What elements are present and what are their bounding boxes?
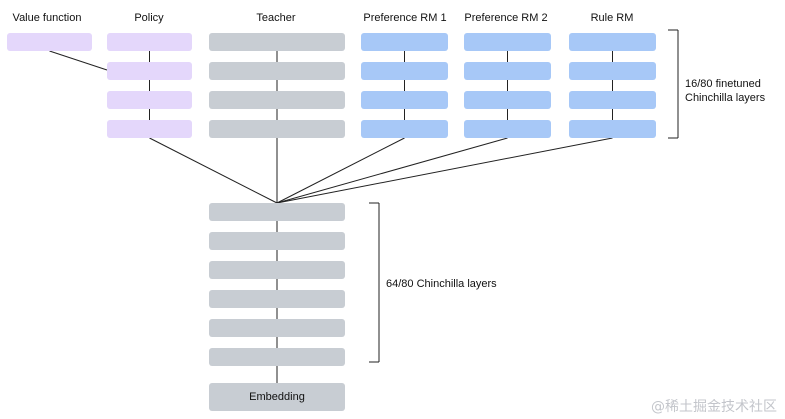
layer-block-policy (107, 33, 192, 51)
layer-block-rule-rm (569, 62, 656, 80)
finetuned-label-line-2: Chinchilla layers (685, 92, 766, 104)
layer-block-preference-rm-1 (361, 62, 448, 80)
column-title-preference-rm-1: Preference RM 1 (363, 12, 446, 24)
layer-block-preference-rm-2 (464, 33, 551, 51)
embedding-block (209, 383, 345, 411)
layer-block-policy (107, 91, 192, 109)
connection-rule-rm-to-trunk (276, 137, 613, 204)
trunk-layer-block (209, 261, 345, 279)
connection-preference-rm-2-to-trunk (276, 137, 508, 204)
column-title-preference-rm-2: Preference RM 2 (464, 12, 547, 24)
layer-block-policy (107, 120, 192, 138)
layer-block-rule-rm (569, 91, 656, 109)
trunk-layer-block (209, 290, 345, 308)
layer-block-teacher (209, 62, 345, 80)
connection-policy-to-trunk (149, 137, 278, 204)
layer-block-rule-rm (569, 33, 656, 51)
embedding-label: Embedding (249, 391, 305, 403)
layer-block-preference-rm-1 (361, 91, 448, 109)
layer-block-preference-rm-2 (464, 91, 551, 109)
layer-block-teacher (209, 33, 345, 51)
connection-value-function-to-policy (49, 50, 108, 71)
layer-block-policy (107, 62, 192, 80)
trunk-layer-block (209, 319, 345, 337)
trunk-label: 64/80 Chinchilla layers (386, 278, 497, 290)
trunk-layer-block (209, 232, 345, 250)
column-title-teacher: Teacher (256, 12, 295, 24)
layer-block-teacher (209, 91, 345, 109)
layer-block-teacher (209, 120, 345, 138)
connection-lines (49, 29, 679, 384)
layer-block-rule-rm (569, 120, 656, 138)
layer-blocks (7, 33, 656, 411)
column-title-value-function: Value function (13, 12, 82, 24)
trunk-layer-block (209, 348, 345, 366)
column-title-rule-rm: Rule RM (591, 12, 634, 24)
connection-preference-rm-1-to-trunk (276, 137, 405, 204)
labels: Value function Policy Teacher Preference… (13, 12, 766, 403)
watermark: @稀土掘金技术社区 (651, 399, 777, 415)
layer-block-preference-rm-2 (464, 62, 551, 80)
layer-block-preference-rm-2 (464, 120, 551, 138)
column-title-policy: Policy (134, 12, 164, 24)
trunk-layer-block (209, 203, 345, 221)
finetuned-label-line-1: 16/80 finetuned (685, 78, 761, 90)
layer-block-preference-rm-1 (361, 120, 448, 138)
layer-block-preference-rm-1 (361, 33, 448, 51)
layer-block-value-function (7, 33, 92, 51)
